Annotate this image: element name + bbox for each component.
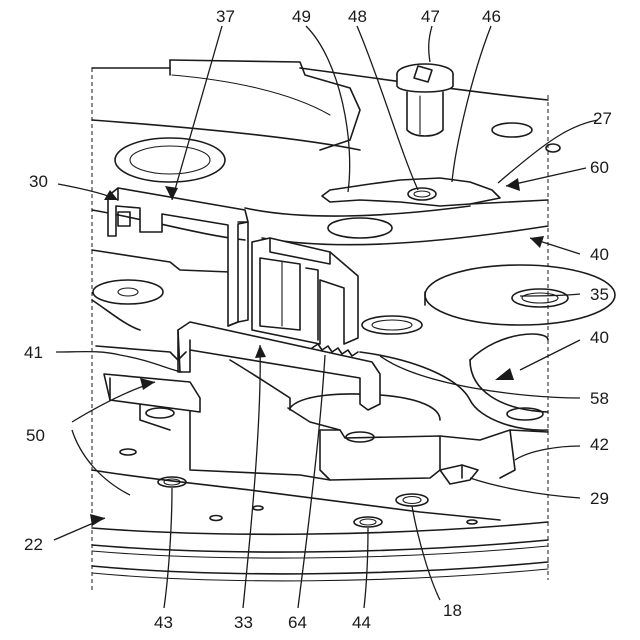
- screw: [397, 64, 453, 136]
- label-47: 47: [421, 7, 440, 26]
- label-35: 35: [590, 285, 609, 304]
- label-46: 46: [482, 7, 501, 26]
- label-29: 29: [590, 489, 609, 508]
- spring-clip: [108, 188, 248, 326]
- upper-ring: [115, 60, 560, 182]
- label-27: 27: [593, 109, 612, 128]
- label-33: 33: [234, 613, 253, 632]
- label-58: 58: [590, 389, 609, 408]
- label-64: 64: [288, 613, 307, 632]
- label-22: 22: [24, 535, 43, 554]
- label-18: 18: [443, 601, 462, 620]
- label-50: 50: [26, 426, 45, 445]
- label-42: 42: [590, 435, 609, 454]
- label-30: 30: [29, 172, 48, 191]
- label-60: 60: [590, 158, 609, 177]
- label-44: 44: [352, 613, 371, 632]
- label-41: 41: [24, 343, 43, 362]
- label-43: 43: [154, 613, 173, 632]
- label-37: 37: [216, 7, 235, 26]
- label-49: 49: [292, 7, 311, 26]
- label-40-upper: 40: [590, 245, 609, 264]
- label-40-lower: 40: [590, 328, 609, 347]
- label-48: 48: [348, 7, 367, 26]
